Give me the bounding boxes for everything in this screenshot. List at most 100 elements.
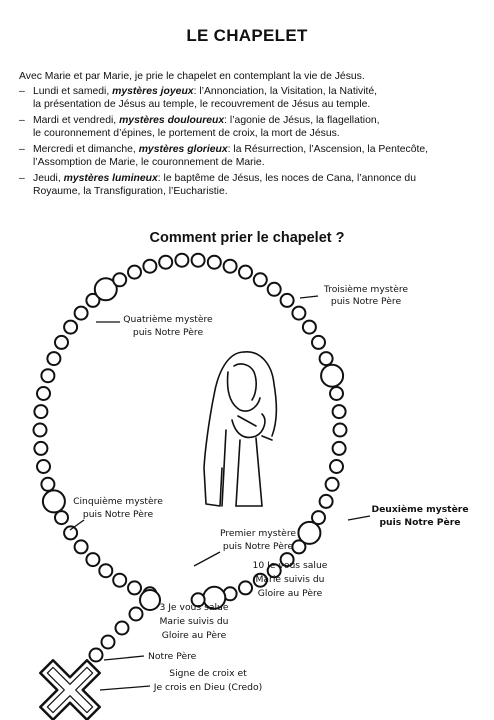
bead-ave (33, 440, 49, 456)
bead-pendant (100, 634, 116, 650)
bead-ave (142, 258, 158, 274)
mystery-days: Jeudi, (33, 173, 64, 184)
connector-signe (99, 685, 151, 691)
mystery-days: Mardi et vendredi, (33, 115, 120, 126)
bead-ave (311, 510, 326, 526)
bead-ave (324, 476, 340, 492)
mystery-desc: la présentation de Jésus au temple, le r… (33, 99, 371, 110)
intro-text: Avec Marie et par Marie, je prie le chap… (19, 71, 365, 82)
connector-premier (193, 551, 221, 567)
bead-ave (73, 305, 89, 321)
mystery-desc: : l’agonie de Jésus, la flagellation, (224, 115, 380, 126)
bead-cinquieme (41, 489, 66, 514)
mystery-desc: : la Résurrection, l’Ascension, la Pente… (227, 144, 429, 155)
bead-ave (73, 539, 89, 555)
bead-ave (238, 580, 253, 596)
mystery-name: mystères glorieux (138, 144, 228, 155)
bead-ave (291, 305, 307, 321)
bead-ave (85, 292, 101, 308)
bead-ave (301, 319, 317, 335)
connector-deuxieme (347, 515, 371, 521)
connector-notre-pere (103, 655, 145, 661)
bead-ave (291, 539, 307, 555)
bead-ave (40, 476, 56, 492)
mystery-name: mystères douloureux (119, 115, 225, 126)
mystery-item-lumineux: –Jeudi, mystères lumineux: le baptême de… (19, 173, 416, 197)
bead-ave (174, 252, 190, 268)
mystery-name: mystères joyeux (112, 86, 194, 97)
mystery-desc: Royaume, la Transfiguration, l’Eucharist… (33, 186, 228, 197)
bead-ave (46, 351, 62, 367)
bead-ave (63, 319, 79, 335)
connector-troisieme (299, 295, 319, 299)
bead-quatrieme (93, 277, 118, 302)
mystery-days: Lundi et samedi, (33, 86, 113, 97)
bead-ave (329, 459, 344, 474)
mystery-item-glorieux: –Mercredi et dimanche, mystères glorieux… (19, 144, 429, 168)
bead-ave (311, 334, 326, 350)
bead-ave (54, 334, 69, 350)
bead-ave (158, 254, 174, 270)
bead-ave (40, 368, 56, 384)
bead-ave (279, 292, 295, 308)
label-connectors (69, 295, 371, 691)
bead-ave (331, 404, 347, 420)
bead-pendant (128, 606, 144, 622)
rosary-beads (32, 252, 348, 663)
bead-ave (318, 351, 334, 367)
bead-notre-pere (139, 589, 161, 611)
mystery-desc: : l’Annonciation, la Visitation, la Nati… (193, 86, 378, 97)
bead-ave (329, 386, 344, 401)
mystery-item-joyeux: –Lundi et samedi, mystères joyeux: l’Ann… (19, 86, 378, 110)
bead-troisieme (320, 363, 345, 388)
bead-ave (32, 422, 48, 438)
mysteries-list: –Lundi et samedi, mystères joyeux: l’Ann… (19, 85, 479, 198)
bead-ave (112, 572, 128, 588)
bead-pendant (114, 620, 130, 636)
bead-ave (127, 264, 142, 280)
bead-ave (252, 272, 268, 288)
bead-ave (222, 258, 238, 274)
page-title: LE CHAPELET (186, 26, 308, 45)
bead-deuxieme (297, 520, 322, 545)
mystery-desc: le couronnement d’épines, le portement d… (33, 128, 340, 139)
bead-ave (33, 404, 49, 420)
bead-ave (252, 572, 268, 588)
bead-ave (36, 386, 51, 401)
mystery-desc: l’Assomption de Marie, le couronnement d… (33, 157, 265, 168)
bead-ave (63, 525, 79, 541)
bead-ave (85, 552, 101, 568)
bead-ave (238, 264, 253, 280)
bead-ave (36, 459, 51, 474)
bead-ave (331, 440, 347, 456)
bead-ave (318, 493, 334, 509)
bead-pendant (88, 647, 104, 663)
bead-ave (112, 272, 128, 288)
connector-cinquieme (69, 519, 85, 531)
mystery-desc: : le baptême de Jésus, les noces de Cana… (157, 173, 416, 184)
bead-ave (206, 254, 222, 270)
section-subtitle: Comment prier le chapelet ? (149, 230, 345, 246)
bead-ave (266, 563, 282, 579)
mystery-item-douloureux: –Mardi et vendredi, mystères douloureux:… (19, 115, 380, 139)
bead-ave (54, 510, 69, 526)
bead-ave (279, 552, 295, 568)
bead-ave (190, 592, 206, 608)
bead-ave (266, 281, 282, 297)
intro-block: Avec Marie et par Marie, je prie le chap… (19, 70, 479, 201)
mystery-days: Mercredi et dimanche, (33, 144, 139, 155)
label-notre-pere: Notre Père (148, 651, 197, 662)
praying-mary-icon (203, 351, 278, 507)
bead-ave (98, 563, 114, 579)
bead-ave (332, 422, 348, 438)
